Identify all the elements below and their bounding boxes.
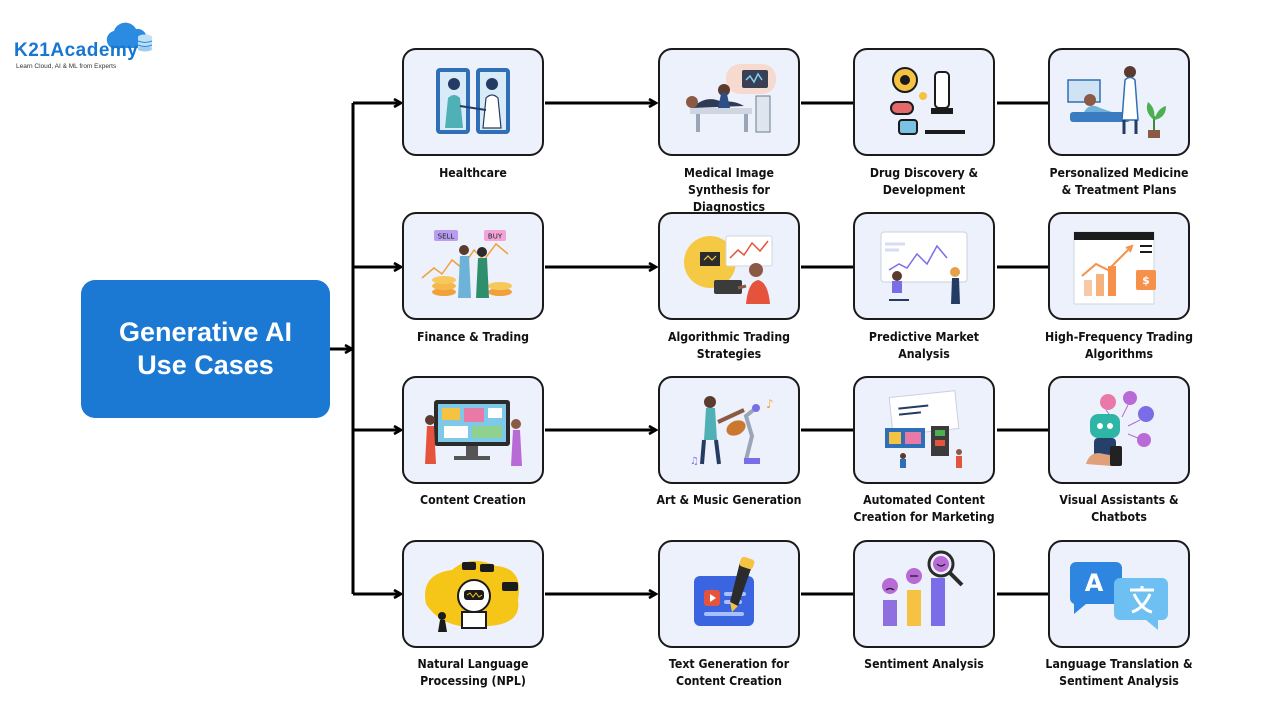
card-personalized-medicine (1048, 48, 1190, 156)
label-finance-trading: Finance & Trading (416, 329, 530, 344)
brand-name: K21Academy (14, 40, 139, 61)
label-medical-image-synthesis: Medical Image Synthesis for Diagnostics (684, 165, 774, 214)
traders-coins-icon: SELL BUY (421, 230, 512, 298)
robot-speech-icon (425, 560, 520, 632)
card-finance-trading: SELL BUY (402, 212, 544, 320)
label-automated-content: Automated Content Creation for Marketing (853, 492, 995, 524)
label-visual-assistants: Visual Assistants & Chatbots (1059, 492, 1179, 524)
card-automated-content (853, 376, 995, 484)
emoji-bars-magnifier-icon (882, 550, 964, 626)
doctor-patient-icon (1067, 66, 1166, 138)
label-art-music: Art & Music Generation (656, 492, 802, 507)
card-predictive-market (853, 212, 995, 320)
label-content-creation: Content Creation (420, 492, 526, 507)
card-text-generation (658, 540, 800, 648)
label-personalized-medicine: Personalized Medicine & Treatment Plans (1049, 165, 1189, 197)
label-natural-language-processing: Natural Language Processing (NPL) (417, 656, 529, 688)
svg-text:SELL: SELL (438, 233, 455, 241)
trader-laptop-icon (684, 235, 773, 304)
cloud-database-icon (106, 22, 153, 52)
category-arrows (545, 103, 656, 594)
robot-guitar-icon: ♪ ♫ (690, 396, 774, 467)
svg-text:BUY: BUY (488, 233, 503, 241)
card-art-music: ♪ ♫ (658, 376, 800, 484)
svg-text:♫: ♫ (690, 456, 699, 467)
brand-tagline: Learn Cloud, AI & ML from Experts (16, 63, 117, 70)
medical-scan-icon (686, 64, 776, 133)
label-algorithmic-trading: Algorithmic Trading Strategies (667, 329, 791, 361)
card-natural-language-processing (402, 540, 544, 648)
chatbot-phone-icon (1086, 391, 1154, 466)
growth-chart-chip-icon: $ (1073, 231, 1156, 305)
svg-text:A: A (1085, 569, 1104, 597)
content-monitor-icon (425, 400, 522, 466)
label-healthcare: Healthcare (439, 165, 507, 180)
label-drug-discovery: Drug Discovery & Development (869, 165, 979, 197)
card-language-translation: A (1048, 540, 1190, 648)
card-content-creation (402, 376, 544, 484)
card-algorithmic-trading (658, 212, 800, 320)
card-healthcare (402, 48, 544, 156)
root-title: Generative AI Use Cases (118, 317, 293, 380)
label-language-translation: Language Translation & Sentiment Analysi… (1045, 656, 1193, 688)
branch-arrows (353, 103, 401, 594)
root-node: Generative AI Use Cases (81, 280, 330, 418)
k21academy-logo: K21Academy Learn Cloud, AI & ML from Exp… (12, 18, 162, 74)
card-high-frequency-trading: $ (1048, 212, 1190, 320)
svg-text:♪: ♪ (766, 397, 774, 411)
label-predictive-market: Predictive Market Analysis (868, 329, 980, 361)
label-text-generation: Text Generation for Content Creation (668, 656, 790, 688)
doctors-illustration-icon (436, 68, 510, 134)
translate-bubbles-icon: A (1069, 562, 1168, 630)
card-medical-image-synthesis (658, 48, 800, 156)
card-visual-assistants (1048, 376, 1190, 484)
label-sentiment-analysis: Sentiment Analysis (864, 656, 984, 671)
card-drug-discovery (853, 48, 995, 156)
analysts-chart-icon (880, 231, 968, 304)
content-strategy-icon (885, 390, 962, 468)
microscope-pills-icon (890, 67, 965, 135)
label-high-frequency-trading: High-Frequency Trading Algorithms (1045, 329, 1193, 361)
card-sentiment-analysis (853, 540, 995, 648)
pen-document-icon (694, 556, 755, 626)
svg-text:$: $ (1142, 274, 1150, 287)
